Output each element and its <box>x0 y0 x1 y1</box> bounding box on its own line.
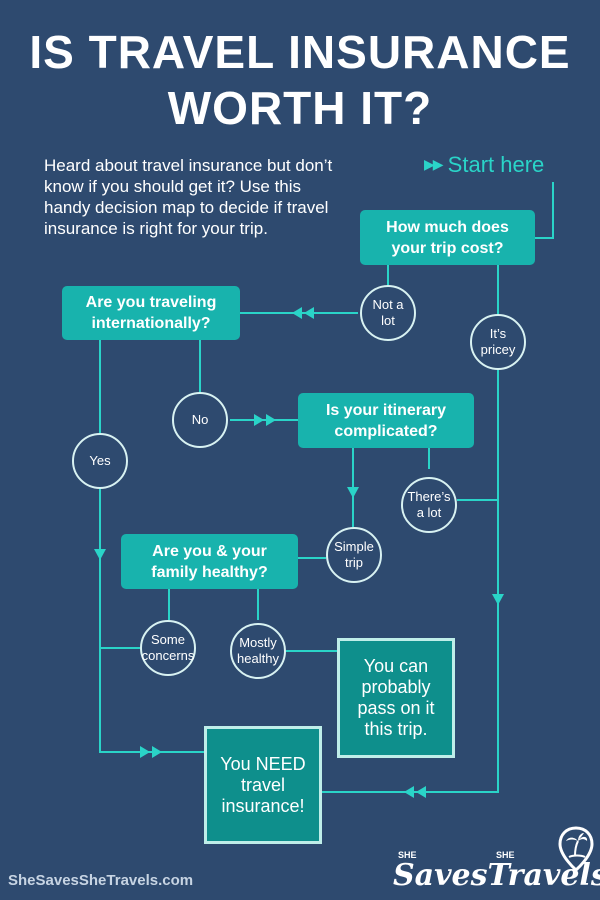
outcome-pass: You can probably pass on it this trip. <box>337 638 455 758</box>
question-trip-cost: How much does your trip cost? <box>360 210 535 265</box>
start-text: Start here <box>447 152 545 177</box>
answer-simple-trip: Simple trip <box>326 527 382 583</box>
site-url: SheSavesSheTravels.com <box>8 872 194 889</box>
start-label: ▶▶ Start here <box>424 152 544 178</box>
logo-she-right: SHE <box>496 850 515 860</box>
logo-she-left: SHE <box>398 850 417 860</box>
intro-text: Heard about travel insurance but don’t k… <box>44 156 333 238</box>
question-international: Are you traveling internationally? <box>62 286 240 340</box>
page-title-line2: WORTH IT? <box>167 82 433 134</box>
page-title-line1: IS TRAVEL INSURANCE <box>29 26 571 78</box>
outcome-need-insurance: You NEED travel insurance! <box>204 726 322 844</box>
question-itinerary: Is your itinerary complicated? <box>298 393 474 448</box>
answer-not-a-lot: Not a lot <box>360 285 416 341</box>
palm-tree-pin-icon <box>558 826 594 872</box>
answer-theres-a-lot: There’s a lot <box>401 477 457 533</box>
double-arrow-icon: ▶▶ <box>424 156 443 172</box>
answer-yes: Yes <box>72 433 128 489</box>
answer-mostly-healthy: Mostly healthy <box>230 623 286 679</box>
logo-text: SavesTravels <box>393 858 600 893</box>
answer-no: No <box>172 392 228 448</box>
answer-pricey: It’s pricey <box>470 314 526 370</box>
answer-some-concerns: Some concerns <box>140 620 196 676</box>
question-healthy: Are you & your family healthy? <box>121 534 298 589</box>
